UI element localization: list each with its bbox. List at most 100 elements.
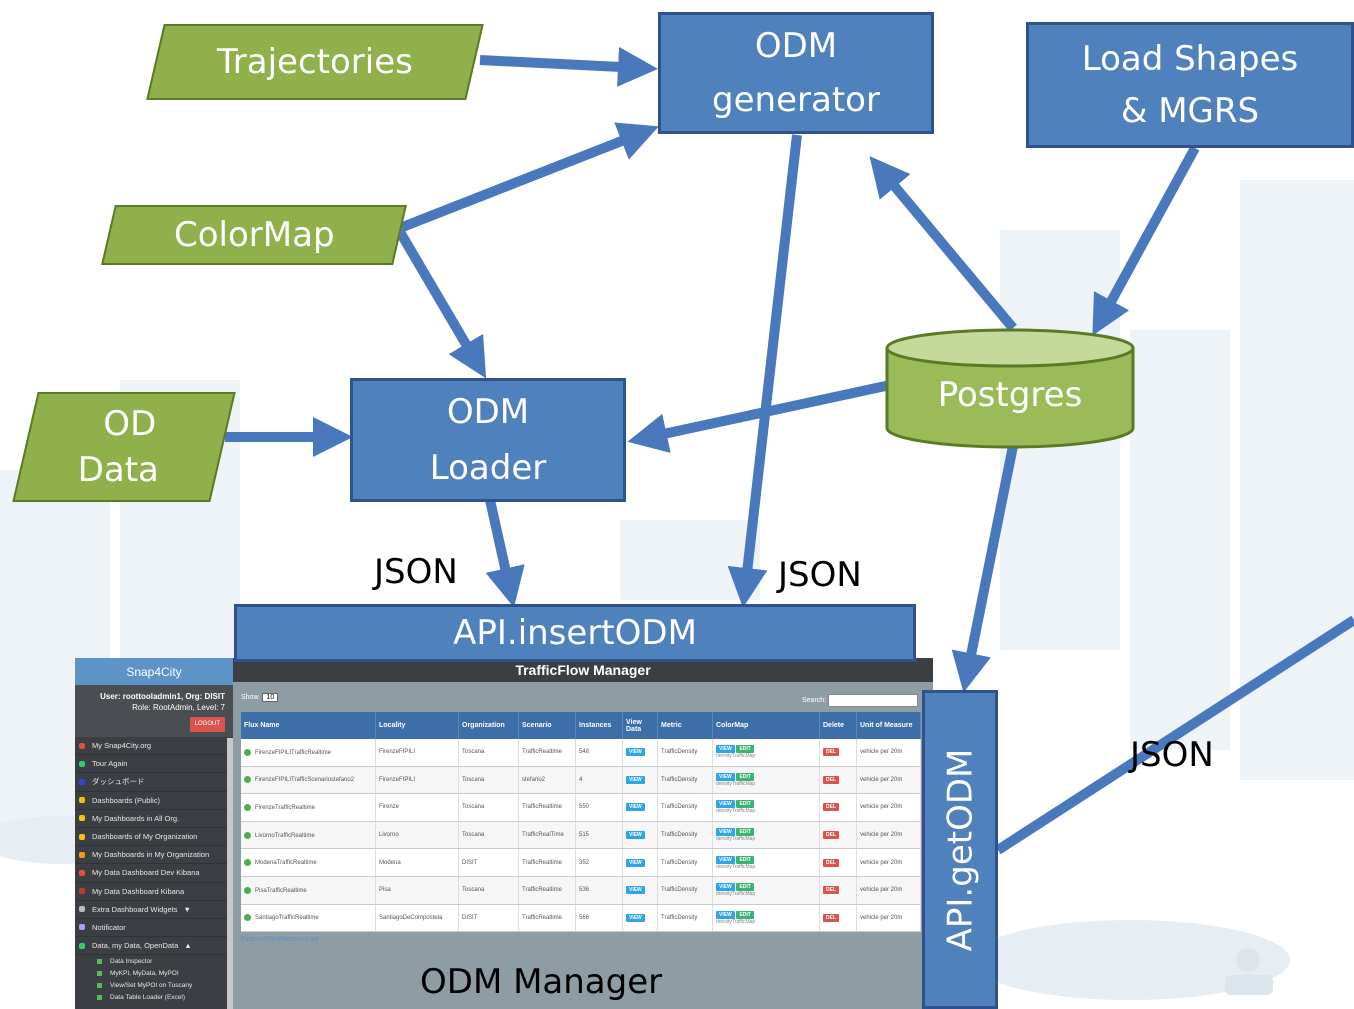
submenu-item[interactable]: Data Table Loader (Excel)	[75, 991, 233, 1003]
view-data-button[interactable]: VIEW	[626, 831, 645, 840]
sidebar-item[interactable]: My Data Dashboard Dev Kibana	[75, 864, 233, 883]
scenario: TrafficRealTime	[518, 821, 576, 850]
column-header[interactable]: ColorMap	[712, 712, 820, 739]
sidebar-item-label: Tour Again	[92, 759, 128, 769]
instances: 352	[575, 848, 623, 877]
column-header[interactable]: View Data	[622, 712, 658, 739]
column-header[interactable]: Instances	[575, 712, 623, 739]
column-header[interactable]: Delete	[819, 712, 857, 739]
delete-button[interactable]: DEL	[823, 831, 839, 840]
scenario: TrafficRealtime	[518, 876, 576, 905]
page-size-select[interactable]: 10	[262, 693, 279, 702]
delete-button[interactable]: DEL	[823, 886, 839, 895]
metric: TrafficDensity	[657, 904, 713, 933]
locality: Pisa	[375, 876, 459, 905]
colormap-edit-button[interactable]: EDIT	[736, 745, 754, 754]
sidebar-item[interactable]: Data, my Data, OpenData▲	[75, 937, 233, 956]
column-header[interactable]: Metric	[657, 712, 713, 739]
expand-icon[interactable]	[244, 831, 251, 839]
sidebar-item[interactable]: My Dashboards in My Organization	[75, 846, 233, 865]
api-get-odm: API.getODM	[922, 690, 998, 1009]
colormap-edit-button[interactable]: EDIT	[736, 772, 754, 781]
sidebar-item[interactable]: Tour Again	[75, 755, 233, 774]
column-header[interactable]: Locality	[375, 712, 459, 739]
sidebar-item[interactable]: Notificator	[75, 919, 233, 938]
sidebar-item[interactable]: Dashboards (Public)	[75, 792, 233, 810]
column-header[interactable]: Flux Name	[241, 712, 376, 739]
delete-button[interactable]: DEL	[823, 748, 839, 757]
metric: TrafficDensity	[657, 739, 713, 767]
view-data-button[interactable]: VIEW	[626, 748, 645, 757]
trajectories-label: Trajectories	[217, 42, 413, 82]
colormap-edit-button[interactable]: EDIT	[736, 855, 754, 864]
metric: TrafficDensity	[657, 793, 713, 822]
colormap-edit-button[interactable]: EDIT	[736, 910, 754, 919]
expand-icon[interactable]	[244, 748, 251, 756]
arrow-postgres-to-getodm	[951, 445, 1018, 693]
od-data-node: OD Data	[12, 392, 236, 502]
odm-loader-line1: ODM	[446, 392, 530, 432]
view-data-button[interactable]: VIEW	[626, 913, 645, 922]
sidebar-item[interactable]: Extra Dashboard Widgets▼	[75, 901, 233, 919]
sidebar-scrollbar[interactable]	[227, 738, 233, 1009]
load-shapes-node: Load Shapes & MGRS	[1026, 22, 1354, 148]
sidebar-item-label: Data, my Data, OpenData	[92, 941, 179, 951]
expand-icon[interactable]	[244, 886, 251, 894]
odm-generator-node: ODM generator	[658, 12, 934, 134]
menu-icon	[79, 906, 85, 913]
colormap-view-button[interactable]: VIEW	[716, 828, 735, 837]
expand-icon[interactable]	[244, 776, 251, 784]
sidebar-title: Snap4City	[75, 658, 233, 685]
metric: TrafficDensity	[657, 848, 713, 877]
view-data-button[interactable]: VIEW	[626, 803, 645, 812]
sidebar-item[interactable]: Dashboards of My Organization	[75, 828, 233, 847]
colormap-view-button[interactable]: VIEW	[716, 855, 735, 864]
colormap-edit-button[interactable]: EDIT	[736, 883, 754, 892]
logout-button[interactable]: LOGOUT	[189, 717, 225, 732]
submenu-icon	[97, 982, 102, 988]
colormap-edit-button[interactable]: EDIT	[736, 800, 754, 809]
colormap-view-button[interactable]: VIEW	[716, 745, 735, 754]
flux-name: FirenzeFIPILITrafficRealtime	[255, 749, 332, 756]
delete-button[interactable]: DEL	[823, 803, 839, 812]
expand-icon[interactable]	[244, 859, 251, 867]
unit: vehicle per 20m	[856, 739, 921, 767]
scenario: TrafficRealtime	[518, 739, 576, 767]
column-header[interactable]: Organization	[458, 712, 519, 739]
sidebar-item[interactable]: ダッシュボード	[75, 773, 233, 792]
caret-down-icon: ▼	[183, 904, 191, 914]
colormap-view-button[interactable]: VIEW	[716, 883, 735, 892]
delete-button[interactable]: DEL	[823, 858, 839, 867]
sidebar-item[interactable]: My Data Dashboard Kibana	[75, 883, 233, 901]
json-label-getodm: JSON	[1130, 735, 1214, 775]
colormap-edit-button[interactable]: EDIT	[736, 828, 754, 837]
organization: Toscana	[458, 793, 519, 822]
submenu-item[interactable]: Data Inspector	[75, 955, 233, 967]
arrow-trajectories-to-generator	[479, 46, 658, 87]
menu-icon	[79, 942, 85, 949]
search-input[interactable]	[828, 694, 919, 707]
expand-icon[interactable]	[244, 914, 251, 922]
delete-button[interactable]: DEL	[823, 913, 839, 922]
view-data-button[interactable]: VIEW	[626, 886, 645, 895]
column-header[interactable]: Scenario	[518, 712, 576, 739]
column-header[interactable]: Unit of Measure	[856, 712, 921, 739]
delete-button[interactable]: DEL	[823, 775, 839, 784]
organization: Toscana	[458, 821, 519, 850]
instances: 566	[575, 904, 623, 933]
view-data-button[interactable]: VIEW	[626, 775, 645, 784]
sidebar-menu: My Snap4City.org Tour Again ダッシュボード Dash…	[75, 737, 233, 1003]
sidebar-item[interactable]: My Dashboards in All Org.	[75, 810, 233, 828]
show-label: Show	[241, 694, 259, 701]
view-data-button[interactable]: VIEW	[626, 858, 645, 867]
sidebar-item[interactable]: My Snap4City.org	[75, 737, 233, 756]
expand-icon[interactable]	[244, 803, 251, 811]
pagination[interactable]: First<< Prev|Next >>Last	[241, 936, 319, 943]
colormap-view-button[interactable]: VIEW	[716, 772, 735, 781]
colormap-node: ColorMap	[101, 205, 407, 265]
unit: vehicle per 20m	[856, 821, 921, 850]
colormap-view-button[interactable]: VIEW	[716, 910, 735, 919]
submenu-item[interactable]: View/Set MyPOI on Tuscany	[75, 979, 233, 991]
submenu-item[interactable]: MyKPI, MyData, MyPOI	[75, 967, 233, 979]
colormap-view-button[interactable]: VIEW	[716, 800, 735, 809]
